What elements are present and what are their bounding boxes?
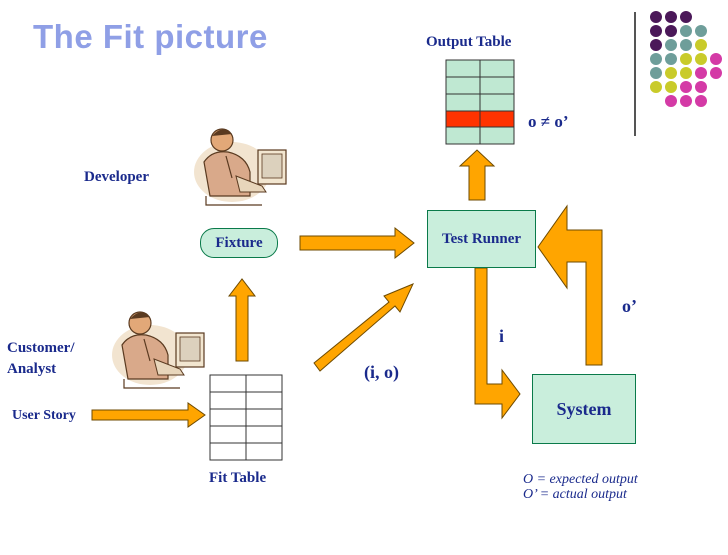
input-label: i xyxy=(499,326,505,346)
arrow-runner-to-output xyxy=(458,149,496,201)
arrow-fittable-to-fixture xyxy=(227,278,257,362)
developer-person-icon xyxy=(194,128,287,206)
arrow-runner-to-system xyxy=(474,267,521,420)
arrow-system-to-runner xyxy=(537,204,603,366)
arrow-userstory-to-fittable xyxy=(91,402,206,428)
customer-label: Customer/ xyxy=(7,340,75,356)
user-story-label: User Story xyxy=(12,408,76,423)
output-table-label: Output Table xyxy=(426,34,512,50)
arrow-fixture-to-runner xyxy=(299,226,415,260)
developer-label: Developer xyxy=(84,169,149,185)
customer-analyst-label: Customer/ Analyst xyxy=(7,338,75,380)
page-title: The Fit picture xyxy=(33,18,268,55)
customer-person-icon xyxy=(112,311,205,389)
fit-table-grid xyxy=(209,374,283,461)
expected-output-note: O = expected output xyxy=(523,472,638,487)
actual-output-note: O’ = actual output xyxy=(523,487,627,502)
arrow-io-to-runner xyxy=(313,283,414,372)
test-runner-box: Test Runner xyxy=(427,210,536,268)
output-table-grid xyxy=(445,59,515,145)
legend-notes: O = expected output O’ = actual output xyxy=(523,472,638,502)
fit-table-label: Fit Table xyxy=(209,470,267,486)
system-box: System xyxy=(532,374,636,444)
fixture-box: Fixture xyxy=(200,228,278,258)
analyst-label: Analyst xyxy=(7,361,57,377)
io-label: (i, o) xyxy=(364,362,399,382)
actual-output-label: o’ xyxy=(622,296,637,316)
inequality-label: o ≠ o’ xyxy=(528,112,569,131)
